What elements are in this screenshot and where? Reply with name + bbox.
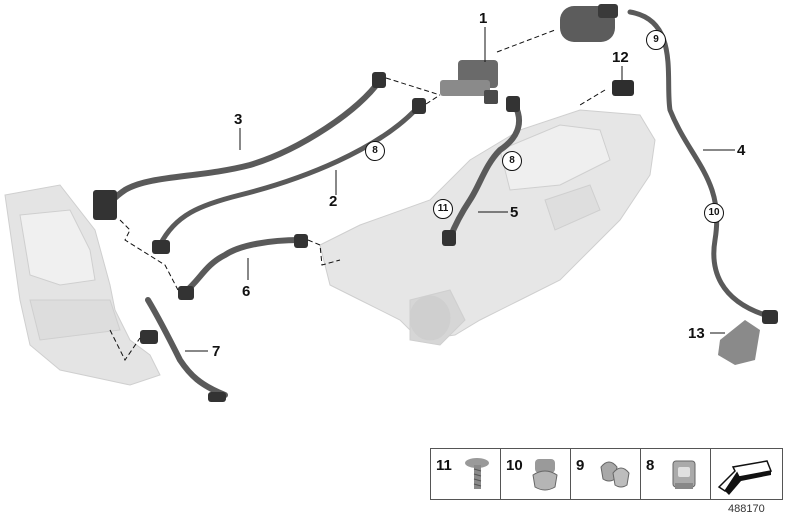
legend-number: 8 — [646, 457, 655, 474]
legend-number: 11 — [436, 457, 452, 474]
circled-ref-8: 8 — [365, 141, 385, 161]
intake-manifold-ghost — [319, 109, 656, 346]
valve-part-1 — [440, 60, 498, 104]
leader-lines — [109, 27, 735, 361]
circled-ref-11: 11 — [433, 199, 453, 219]
screw-icon — [465, 458, 489, 489]
double-clip-icon — [600, 461, 630, 488]
circled-ref-8: 8 — [502, 151, 522, 171]
circled-ref-9: 9 — [646, 30, 666, 50]
canister — [560, 4, 618, 42]
legend-number: 10 — [506, 457, 523, 474]
hose-7 — [145, 297, 228, 398]
circled-ref-10: 10 — [704, 203, 724, 223]
callout-7: 7 — [212, 343, 221, 360]
part-12 — [612, 80, 634, 96]
callout-1: 1 — [479, 10, 488, 27]
connectors — [93, 72, 778, 402]
hose-4 — [627, 9, 768, 318]
legend-cell-11: 11 — [431, 449, 501, 499]
hose-5 — [447, 102, 522, 241]
bracket-13 — [718, 320, 760, 365]
bracket-clip-icon — [672, 460, 696, 489]
legend-number: 9 — [576, 457, 585, 474]
callout-4: 4 — [737, 142, 746, 159]
parts-legend: 11 10 9 8 — [430, 448, 783, 500]
callout-5: 5 — [510, 204, 519, 221]
hose-2 — [157, 102, 423, 248]
reference-number: 488170 — [728, 503, 765, 515]
legend-cell-9: 9 — [571, 449, 641, 499]
legend-cell-arrow — [711, 449, 782, 499]
callout-3: 3 — [234, 111, 243, 128]
callout-12: 12 — [612, 49, 629, 66]
legend-cell-8: 8 — [641, 449, 711, 499]
callout-13: 13 — [688, 325, 705, 342]
callout-2: 2 — [329, 193, 338, 210]
legend-cell-10: 10 — [501, 449, 571, 499]
hose-6 — [182, 237, 303, 295]
callout-6: 6 — [242, 283, 251, 300]
hose-clip-icon — [532, 459, 558, 491]
intake-pipe-ghost — [4, 184, 161, 386]
arrow-icon — [717, 460, 773, 495]
